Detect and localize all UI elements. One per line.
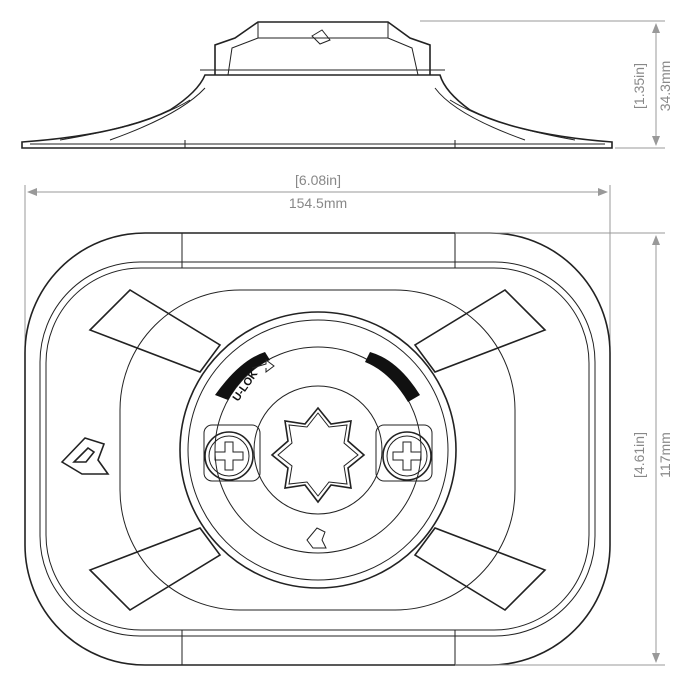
- screw-left: [204, 431, 254, 481]
- phillips-cross-icon: [392, 441, 422, 471]
- lock-slot-right: [365, 352, 420, 402]
- lock-slot-left: [215, 352, 270, 400]
- brand-logo-icon: [60, 437, 110, 475]
- top-view: U-LOK: [24, 232, 611, 666]
- width-in-label: [6.08in]: [295, 172, 341, 188]
- screw-right: [382, 431, 432, 481]
- depth-mm-label: 117mm: [657, 432, 673, 478]
- arrow-icon: [251, 359, 275, 373]
- phillips-cross-icon: [214, 441, 244, 471]
- depth-in-label: [4.61in]: [631, 432, 647, 478]
- side-view: [21, 21, 613, 149]
- star-socket: [270, 406, 366, 504]
- width-mm-label: 154.5mm: [289, 195, 347, 211]
- width-dimension: [6.08in] 154.5mm: [24, 172, 611, 440]
- height-mm-label: 34.3mm: [657, 61, 673, 112]
- height-dimension: [1.35in] 34.3mm: [420, 20, 673, 149]
- brand-logo-small-icon: [306, 527, 327, 549]
- height-in-label: [1.35in]: [631, 63, 647, 109]
- depth-dimension: [4.61in] 117mm: [455, 232, 673, 666]
- arms: [88, 288, 547, 612]
